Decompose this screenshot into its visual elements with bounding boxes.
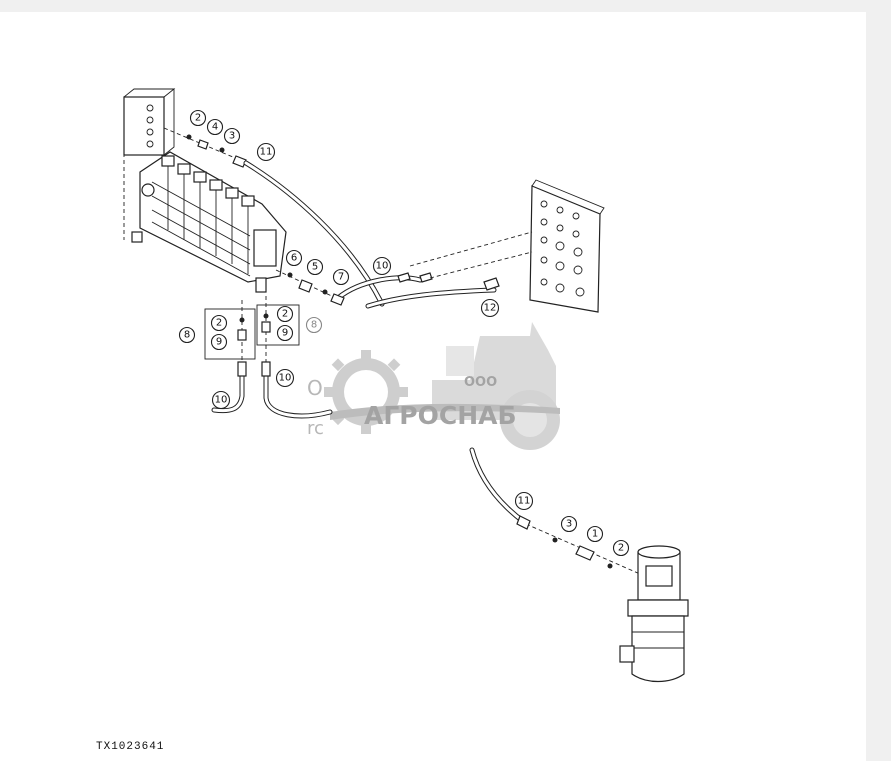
svg-text:2: 2 [618, 543, 624, 554]
svg-text:9: 9 [216, 337, 222, 348]
svg-text:O: O [307, 376, 323, 400]
callout-5[interactable]: 5 [306, 258, 324, 276]
svg-text:1: 1 [592, 529, 598, 540]
callouts: 2 4 3 11 6 5 7 [178, 109, 630, 557]
main-control-valve [131, 151, 287, 293]
callout-6[interactable]: 6 [285, 249, 303, 267]
svg-text:2: 2 [282, 309, 288, 320]
callout-4-top[interactable]: 4 [206, 118, 224, 136]
fitting-kit-boxes [204, 296, 300, 377]
svg-text:8: 8 [184, 330, 190, 341]
svg-text:9: 9 [282, 328, 288, 339]
svg-text:rc: rc [307, 418, 324, 439]
callout-11-bottom[interactable]: 11 [514, 491, 534, 511]
callout-2-box-a[interactable]: 2 [210, 314, 228, 332]
hoses [211, 160, 527, 525]
mid-fittings [275, 269, 500, 306]
callout-11-top[interactable]: 11 [256, 142, 276, 162]
callout-8-right[interactable]: 8 [305, 316, 323, 334]
figure-id: TX1023641 [96, 741, 165, 753]
port-plate [409, 179, 605, 313]
callout-8-left[interactable]: 8 [178, 326, 196, 344]
svg-text:10: 10 [376, 261, 389, 272]
svg-text:3: 3 [566, 519, 572, 530]
svg-text:3: 3 [229, 131, 235, 142]
svg-text:7: 7 [338, 272, 344, 283]
svg-text:11: 11 [518, 496, 531, 507]
svg-text:5: 5 [312, 262, 318, 273]
lower-fittings [516, 515, 641, 575]
watermark: ООО АГРОСНАБ O rc [307, 322, 560, 450]
callout-2-bottom[interactable]: 2 [612, 539, 630, 557]
callout-9-box-b[interactable]: 9 [276, 324, 294, 342]
pilot-valve-block [123, 88, 176, 240]
callout-10-left[interactable]: 10 [211, 390, 231, 410]
callout-10-mid[interactable]: 10 [372, 256, 392, 276]
swing-motor [619, 545, 689, 683]
svg-text:2: 2 [216, 318, 222, 329]
callout-2-top[interactable]: 2 [189, 109, 207, 127]
svg-text:10: 10 [215, 395, 228, 406]
svg-text:2: 2 [195, 113, 201, 124]
callout-7[interactable]: 7 [332, 268, 350, 286]
watermark-prefix: ООО [464, 375, 497, 390]
svg-text:4: 4 [212, 122, 218, 133]
svg-text:8: 8 [311, 320, 317, 331]
callout-9-box-a[interactable]: 9 [210, 333, 228, 351]
svg-text:12: 12 [484, 303, 497, 314]
callout-3-top[interactable]: 3 [223, 127, 241, 145]
callout-12[interactable]: 12 [480, 298, 500, 318]
watermark-brand: АГРОСНАБ [364, 401, 517, 430]
svg-text:10: 10 [279, 373, 292, 384]
callout-2-box-b[interactable]: 2 [276, 305, 294, 323]
upper-fittings [163, 127, 247, 168]
svg-text:6: 6 [291, 253, 297, 264]
svg-text:11: 11 [260, 147, 273, 158]
callout-3-bottom[interactable]: 3 [560, 515, 578, 533]
callout-1-bottom[interactable]: 1 [586, 525, 604, 543]
callout-10-right[interactable]: 10 [275, 368, 295, 388]
